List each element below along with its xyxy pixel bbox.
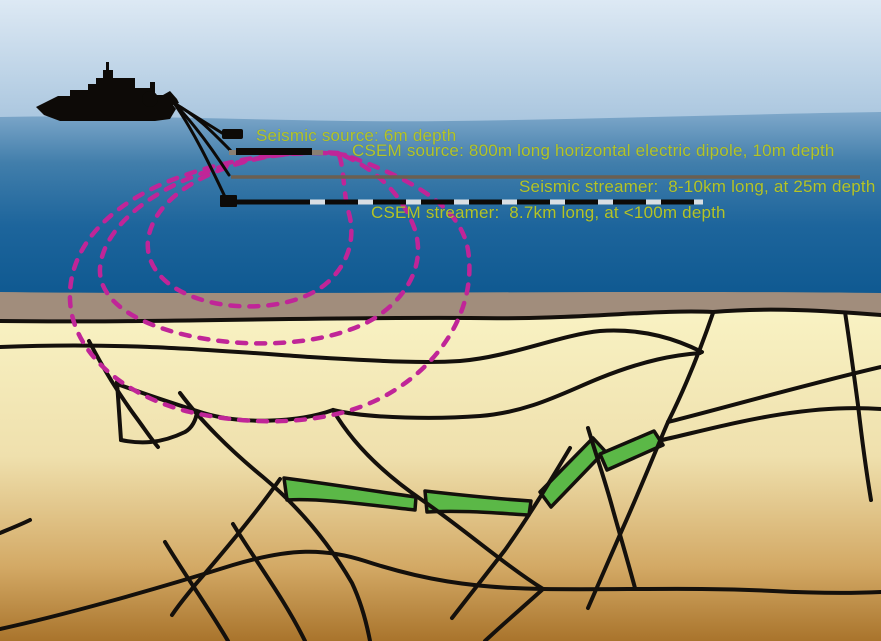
horizon-line bbox=[0, 549, 881, 631]
em-field-loop bbox=[67, 150, 472, 424]
fault bbox=[115, 380, 123, 442]
csem-streamer-line bbox=[220, 195, 703, 207]
seismic-source-marker bbox=[222, 129, 243, 139]
seismic-source-label: Seismic source: 6m depth bbox=[256, 126, 457, 145]
csem-streamer-label: CSEM streamer: 8.7km long, at <100m dept… bbox=[371, 203, 726, 222]
fault bbox=[483, 587, 545, 641]
tow-cables bbox=[172, 101, 233, 201]
fault-lines bbox=[0, 310, 881, 641]
em-field-loop bbox=[97, 150, 421, 346]
fault bbox=[163, 540, 230, 641]
tow-cable bbox=[172, 101, 228, 201]
horizon-line bbox=[666, 365, 881, 424]
reservoir-layer bbox=[282, 429, 665, 517]
csem-source-lead bbox=[229, 150, 238, 155]
seismic-streamer-label: Seismic streamer: 8-10km long, at 25m de… bbox=[519, 177, 876, 196]
fault bbox=[450, 446, 572, 620]
tow-cable bbox=[172, 101, 233, 153]
seabed-band bbox=[0, 292, 881, 322]
horizon-line bbox=[660, 406, 881, 442]
survey-vessel-icon bbox=[36, 62, 179, 121]
fault bbox=[0, 518, 32, 535]
fault bbox=[178, 391, 372, 641]
csem-source-tail bbox=[312, 150, 323, 155]
fault bbox=[843, 310, 873, 502]
csem-source-label: CSEM source: 800m long horizontal electr… bbox=[352, 141, 835, 160]
fault bbox=[586, 311, 715, 610]
fault bbox=[331, 408, 545, 591]
csem-source-dipole bbox=[236, 148, 312, 155]
fault bbox=[170, 477, 282, 617]
sediment-top-line bbox=[0, 307, 881, 324]
csem-streamer-head bbox=[220, 195, 237, 207]
reservoir-segment bbox=[282, 476, 418, 512]
csem-source-marker bbox=[229, 148, 323, 155]
em-field-lines bbox=[67, 149, 472, 424]
fault bbox=[586, 426, 637, 590]
reservoir-segment bbox=[598, 429, 665, 472]
fault bbox=[119, 410, 199, 445]
em-field-loop bbox=[145, 149, 354, 309]
fault bbox=[231, 522, 307, 641]
horizon-line bbox=[0, 328, 704, 364]
